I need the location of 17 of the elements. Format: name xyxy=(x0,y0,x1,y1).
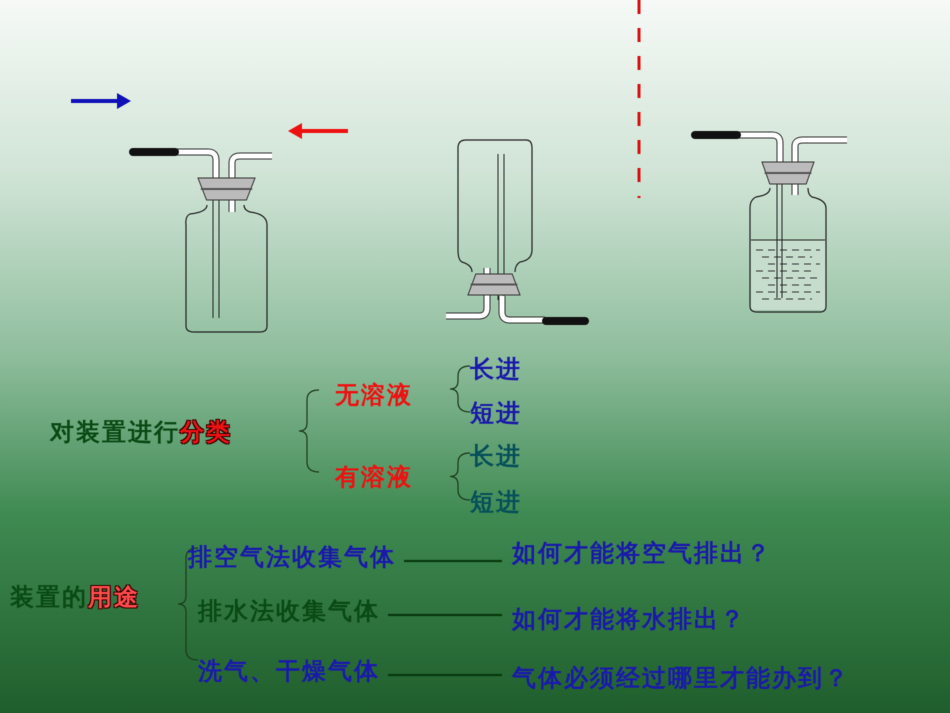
label-text: 无溶液 xyxy=(335,380,413,410)
label-text: 洗气、干燥气体 xyxy=(198,656,380,686)
label-text: 如何才能将水排出？ xyxy=(512,604,746,634)
label-text: 分类 xyxy=(180,417,232,447)
connector-line xyxy=(404,560,502,562)
label-text: 短进 xyxy=(470,398,522,428)
label-text: 排空气法收集气体 xyxy=(188,542,396,572)
connector-line xyxy=(388,614,502,616)
label-text: 如何才能将空气排出？ xyxy=(512,538,772,568)
label-text: 有溶液 xyxy=(335,462,413,492)
label-text: 短进 xyxy=(470,487,522,517)
label-text: 气体必须经过哪里才能办到？ xyxy=(512,663,850,693)
label-text: 长进 xyxy=(470,354,522,384)
label-text: 对装置进行 xyxy=(50,417,180,447)
label-text: 长进 xyxy=(470,441,522,471)
connector-line xyxy=(388,674,502,676)
label-text: 用途 xyxy=(88,582,140,612)
